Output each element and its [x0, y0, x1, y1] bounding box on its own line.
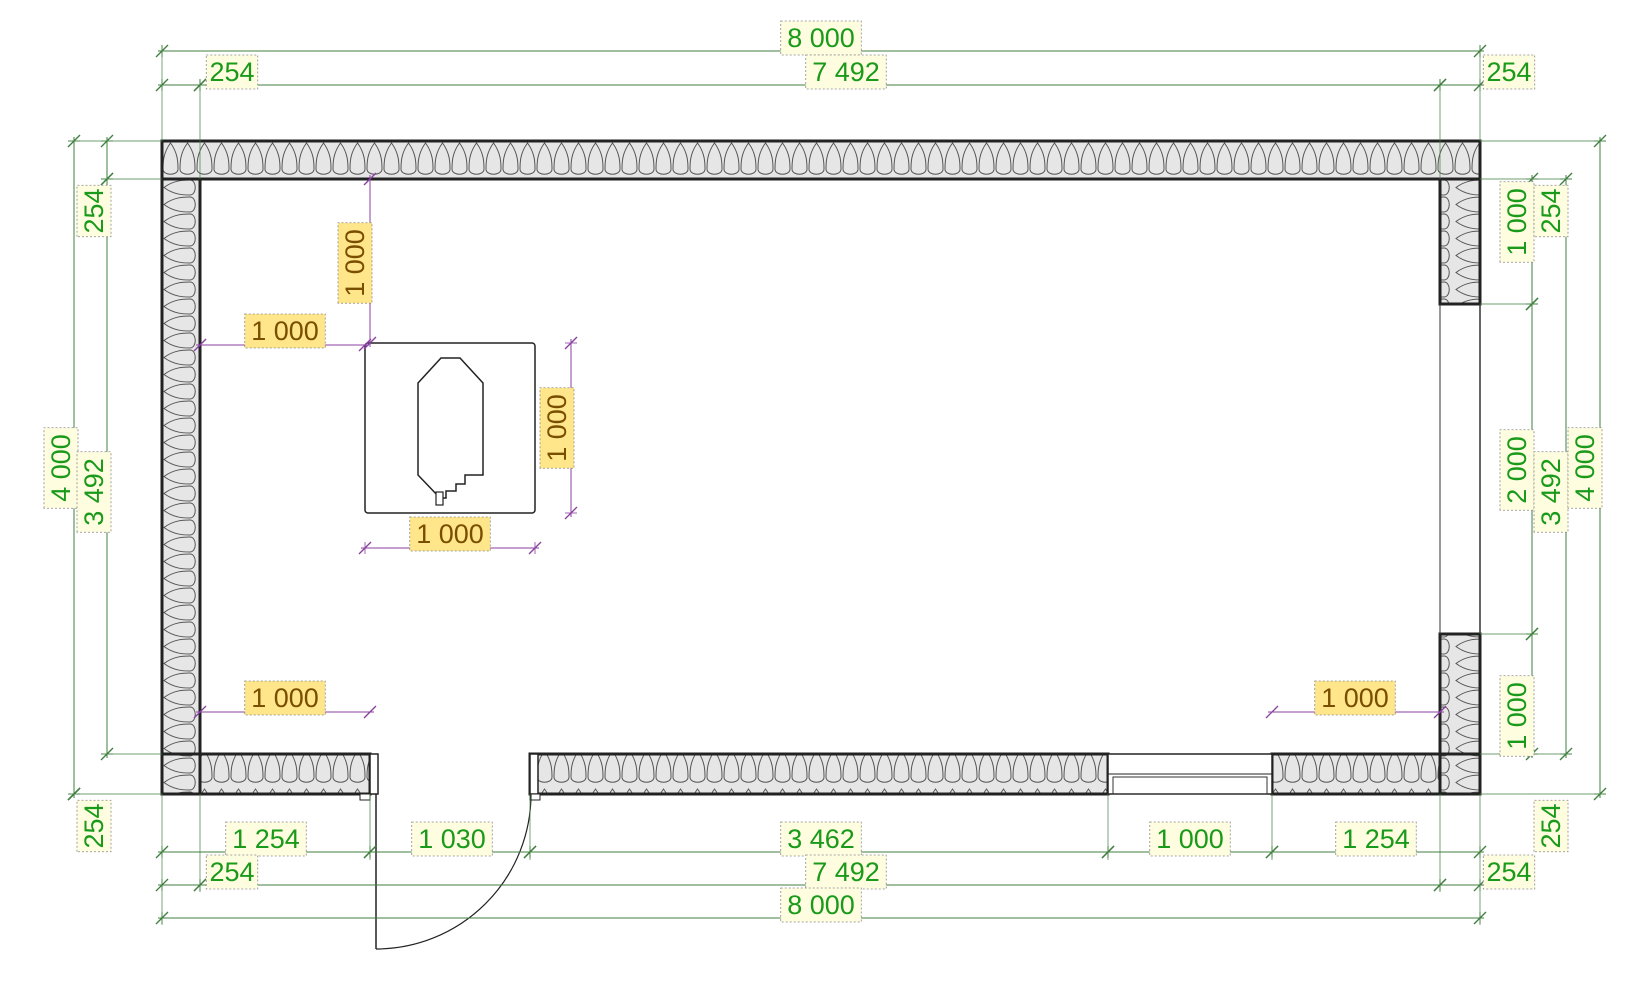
bottom-segment-4-label: 1 000 — [1149, 821, 1231, 857]
svg-text:4 000: 4 000 — [46, 434, 76, 502]
svg-text:3 462: 3 462 — [787, 824, 855, 854]
svg-text:8 000: 8 000 — [787, 890, 855, 920]
furniture-width-label: 1 000 — [409, 516, 491, 552]
svg-text:254: 254 — [79, 188, 109, 233]
svg-text:1 030: 1 030 — [418, 824, 486, 854]
door-swing-arc — [375, 793, 532, 950]
svg-text:1 254: 1 254 — [232, 824, 300, 854]
right-inner-label: 3 492 — [1533, 451, 1569, 533]
bottom-wall-middle — [528, 752, 1110, 796]
right-upper-segment-label: 1 000 — [1499, 181, 1535, 263]
furniture-left-offset-label: 1 000 — [244, 313, 326, 349]
bottom-inner-label: 7 492 — [805, 854, 887, 890]
svg-text:254: 254 — [1536, 188, 1566, 233]
svg-text:254: 254 — [209, 857, 254, 887]
bottom-segment-5-label: 1 254 — [1335, 821, 1417, 857]
inner-room-outline — [199, 178, 1441, 754]
svg-text:1 000: 1 000 — [340, 229, 370, 297]
right-wall-lower — [1438, 632, 1482, 756]
right-wall-upper — [1438, 177, 1482, 306]
furniture-height-label: 1 000 — [539, 387, 575, 469]
stove-block — [364, 342, 536, 514]
right-top-wall-label: 254 — [1533, 184, 1569, 238]
right-overall-label: 4 000 — [1567, 427, 1603, 509]
svg-text:8 000: 8 000 — [787, 23, 855, 53]
bottom-right-wall-line — [1433, 878, 1487, 892]
svg-text:254: 254 — [1486, 57, 1531, 87]
svg-text:1 000: 1 000 — [1502, 188, 1532, 256]
svg-text:1 000: 1 000 — [416, 519, 484, 549]
stove-chimney-stub — [435, 491, 444, 506]
top-right-wall-line — [1433, 78, 1487, 92]
bottom-right-corner — [1438, 752, 1482, 796]
svg-text:1 000: 1 000 — [251, 683, 319, 713]
svg-text:1 000: 1 000 — [1321, 683, 1389, 713]
bottom-segment-1-label: 1 254 — [225, 821, 307, 857]
door-jamb-right — [529, 753, 539, 795]
left-bottom-wall-label: 254 — [76, 799, 112, 853]
svg-text:3 492: 3 492 — [79, 458, 109, 526]
svg-text:254: 254 — [1536, 803, 1566, 848]
svg-text:254: 254 — [1486, 857, 1531, 887]
stove-footprint — [364, 342, 536, 514]
top-inner-label: 7 492 — [805, 54, 887, 90]
svg-text:4 000: 4 000 — [1570, 434, 1600, 502]
furniture-width-line — [358, 541, 542, 555]
svg-text:254: 254 — [79, 803, 109, 848]
left-inner-label: 3 492 — [76, 451, 112, 533]
top-left-wall-label: 254 — [205, 54, 259, 90]
right-bottom-wall-label: 254 — [1533, 799, 1569, 853]
bottom-wall-right — [1270, 752, 1442, 796]
furniture-top-offset-label: 1 000 — [337, 222, 373, 304]
door — [359, 753, 541, 950]
svg-text:7 492: 7 492 — [812, 857, 880, 887]
left-wall — [160, 177, 202, 756]
dimension-lines — [67, 44, 1607, 925]
svg-text:2 000: 2 000 — [1502, 436, 1532, 504]
svg-text:254: 254 — [209, 57, 254, 87]
bottom-left-wall-label: 254 — [205, 854, 259, 890]
right-lower-segment-label: 1 000 — [1499, 675, 1535, 757]
top-right-wall-label: 254 — [1482, 54, 1536, 90]
left-top-wall-label: 254 — [76, 184, 112, 238]
svg-text:1 000: 1 000 — [251, 316, 319, 346]
right-opening-label: 2 000 — [1499, 429, 1535, 511]
clearance-bottom-right-label: 1 000 — [1314, 680, 1396, 716]
svg-text:7 492: 7 492 — [812, 57, 880, 87]
bottom-left-corner — [160, 752, 202, 796]
top-overall-label: 8 000 — [780, 20, 862, 56]
stove-outline — [417, 357, 484, 499]
window-bottom — [1107, 753, 1273, 795]
bottom-segment-2-label: 1 030 — [411, 821, 493, 857]
bottom-segment-3-label: 3 462 — [780, 821, 862, 857]
svg-text:1 000: 1 000 — [542, 394, 572, 462]
bottom-wall-left — [198, 752, 372, 796]
door-jamb-left — [369, 753, 379, 795]
svg-text:1 000: 1 000 — [1502, 682, 1532, 750]
svg-text:3 492: 3 492 — [1536, 458, 1566, 526]
top-wall — [160, 139, 1482, 181]
clearance-bottom-left-label: 1 000 — [244, 680, 326, 716]
svg-text:1 254: 1 254 — [1342, 824, 1410, 854]
bottom-right-wall-label: 254 — [1482, 854, 1536, 890]
left-overall-label: 4 000 — [43, 427, 79, 509]
svg-text:1 000: 1 000 — [1156, 824, 1224, 854]
bottom-overall-label: 8 000 — [780, 887, 862, 923]
walls — [160, 139, 1482, 796]
